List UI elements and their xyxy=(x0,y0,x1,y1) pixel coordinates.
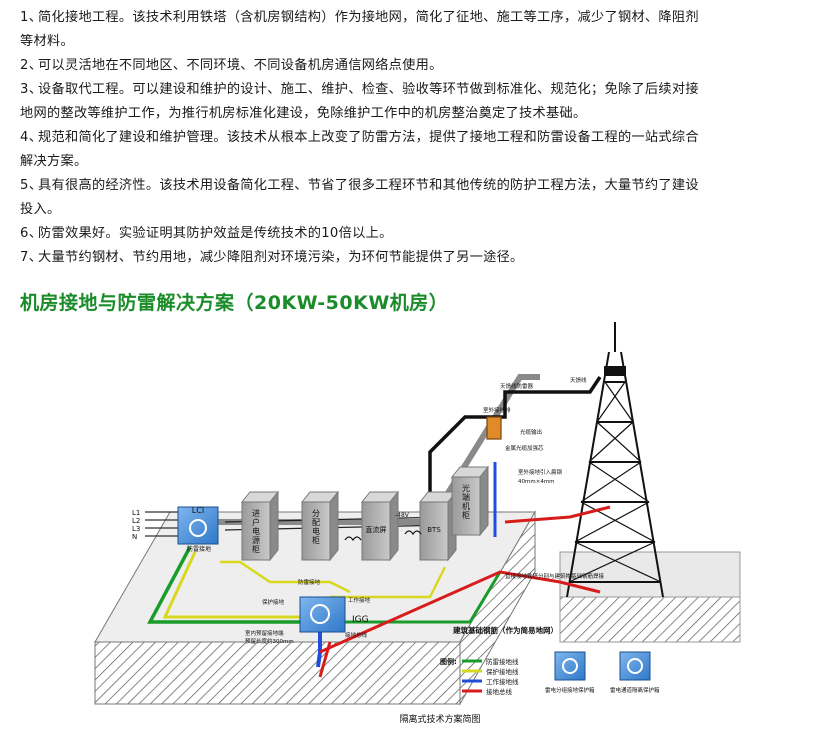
cabinet-label: BTS xyxy=(427,526,441,534)
red-total-line xyxy=(318,505,611,678)
list-item: 3、设备取代工程。可以建设和维护的设计、施工、维护、检查、验收等环节做到标准化、… xyxy=(20,78,820,102)
item-text: 解决方案。 xyxy=(20,154,88,169)
total-line-label: 接地总线 xyxy=(345,631,368,639)
section-heading: 机房接地与防雷解决方案（20KW-50KW机房） xyxy=(20,292,449,314)
item-text: 规范和简化了建设和维护管理。该技术从根本上改变了防雷方法，提供了接地工程和防雷设… xyxy=(38,130,699,145)
item-number: 1、 xyxy=(20,10,43,25)
lci-label: LCI xyxy=(192,506,204,515)
legend-icon-1-label: 雷电分组接地保护箱 xyxy=(545,686,595,694)
igg-symbol-icon xyxy=(310,604,330,624)
item-text: 投入。 xyxy=(20,202,61,217)
advantages-list: 1、简化接地工程。该技术利用铁塔（含机房钢结构）作为接地网，简化了征地、施工等工… xyxy=(20,6,820,270)
list-item: 解决方案。 xyxy=(20,150,820,174)
feeder-label: 天馈线 xyxy=(570,376,587,384)
lci-sub-label: 防雷接地 xyxy=(187,545,211,553)
legend-label: 接地总线 xyxy=(486,687,513,696)
item-text: 具有很高的经济性。该技术用设备简化工程、节省了很多工程环节和其他传统的防护工程方… xyxy=(38,178,699,193)
cabinet-label-char: 户 xyxy=(252,517,260,527)
green-ground-line xyxy=(147,546,502,624)
igg-box: IGG xyxy=(299,596,369,633)
work-line-label: 工作接地 xyxy=(348,596,371,604)
power-line-label: L3 xyxy=(132,525,140,533)
feeder-arrester-label: 天馈线防雷器 xyxy=(500,382,534,390)
cabinet-label-char: 机 xyxy=(462,501,470,511)
item-text: 设备取代工程。可以建设和维护的设计、施工、维护、检查、验收等环节做到标准化、规范… xyxy=(38,82,699,97)
cabinet-label-char: 光 xyxy=(462,483,470,493)
legend-icon-2-label: 雷电通道隔离保护箱 xyxy=(610,686,660,694)
item-text: 简化接地工程。该技术利用铁塔（含机房钢结构）作为接地网，简化了征地、施工等工序，… xyxy=(38,10,699,25)
protect-line-label: 保护接地 xyxy=(262,598,285,606)
cabinet: 直流屏 xyxy=(360,490,400,562)
legend-title: 图例: xyxy=(440,657,457,666)
item-text: 地网的整改等维护工作，为推行机房标准化建设，免除维护工作中的机房整治奠定了技术基… xyxy=(20,106,587,121)
outdoor-lead-label: 室外接地引入扁钢 xyxy=(518,468,563,476)
cabinet-label-char: 分 xyxy=(312,509,320,518)
cabinet-label-char: 柜 xyxy=(252,544,260,554)
legend-label: 保护接地线 xyxy=(486,667,519,676)
yellow-protect-line xyxy=(162,551,447,619)
list-item: 地网的整改等维护工作，为推行机房标准化建设，免除维护工作中的机房整治奠定了技术基… xyxy=(20,102,820,126)
cabinet: BTS xyxy=(418,490,458,562)
surge-devices xyxy=(344,416,502,542)
list-item: 4、规范和简化了建设和维护管理。该技术从根本上改变了防雷方法，提供了接地工程和防… xyxy=(20,126,820,150)
list-item: 6、防雷效果好。实验证明其防护效益是传统技术的10倍以上。 xyxy=(20,222,820,246)
item-number: 7、 xyxy=(20,250,43,265)
cabinet-label-char: 端 xyxy=(462,492,470,502)
weld-label: 直接接地铁塔分别与建筑物基础钢筋焊接 xyxy=(505,572,605,580)
power-line-label: N xyxy=(132,533,137,541)
lci-box: LCI 防雷接地 xyxy=(177,506,219,553)
igg-label: IGG xyxy=(352,615,369,625)
diagram-caption: 隔离式技术方案简图 xyxy=(399,713,480,725)
list-item: 2、可以灵活地在不同地区、不同环境、不同设备机房通信网络点使用。 xyxy=(20,54,820,78)
cabinet-label-char: 电 xyxy=(312,526,320,536)
indoor-bar-label: 室内预留接地端 xyxy=(245,629,284,637)
isolation-box-icon xyxy=(627,658,643,674)
foundation-label: 建筑基础钢筋（作为简易地网） xyxy=(452,625,558,635)
item-number: 2、 xyxy=(20,58,43,73)
lci-symbol-icon xyxy=(189,519,207,537)
power-line-label: L2 xyxy=(132,517,140,525)
cabinet-label-char: 源 xyxy=(252,536,260,545)
fiber-out-label: 光缆输出 xyxy=(520,428,542,436)
list-item: 7、大量节约钢材、节约用地，减少降阻剂对环境污染，为环何节能提供了另一途径。 xyxy=(20,246,820,270)
item-number: 5、 xyxy=(20,178,43,193)
item-number: 6、 xyxy=(20,226,43,241)
metal-box-label: 金属光缆加强芯 xyxy=(505,444,544,452)
lightning-line-label: 防雷接地 xyxy=(298,578,321,586)
item-text: 大量节约钢材、节约用地，减少降阻剂对环境污染，为环何节能提供了另一途径。 xyxy=(38,250,524,265)
cabinet-label: 直流屏 xyxy=(366,525,387,534)
cabinet-label-char: 进 xyxy=(252,509,260,518)
list-item: 等材料。 xyxy=(20,30,820,54)
legend-icons: 雷电分组接地保护箱 雷电通道隔离保护箱 xyxy=(545,651,660,694)
cabinet-label-char: 配 xyxy=(312,518,320,527)
cabinet-label-char: 电 xyxy=(252,526,260,536)
outdoor-bar-label: 室外接地排 xyxy=(483,406,511,414)
list-item: 投入。 xyxy=(20,198,820,222)
cabinet-label-char: 柜 xyxy=(462,510,470,520)
item-number: 4、 xyxy=(20,130,43,145)
item-text: 可以灵活地在不同地区、不同环境、不同设备机房通信网络点使用。 xyxy=(38,58,443,73)
tower xyxy=(566,322,664,598)
list-item: 1、简化接地工程。该技术利用铁塔（含机房钢结构）作为接地网，简化了征地、施工等工… xyxy=(20,6,820,30)
flat-steel-label: 40mm×4mm xyxy=(518,479,555,485)
power-line-label: L1 xyxy=(132,509,140,517)
legend-label: 工作接地线 xyxy=(486,677,519,686)
item-text: 等材料。 xyxy=(20,34,74,49)
voltage-label: -48V xyxy=(395,512,410,519)
item-number: 3、 xyxy=(20,82,43,97)
reserve-label: 预留长度约300mm xyxy=(245,637,294,645)
diagram-labels: -48V 天馈线防雷器 天馈线 室外接地排 光缆输出 金属光缆加强芯 室外接地引… xyxy=(245,376,605,645)
group-box-icon xyxy=(562,658,578,674)
cabinet-label-char: 柜 xyxy=(312,535,320,545)
item-text: 防雷效果好。实验证明其防护效益是传统技术的10倍以上。 xyxy=(38,226,393,241)
list-item: 5、具有很高的经济性。该技术用设备简化工程、节省了很多工程环节和其他传统的防护工… xyxy=(20,174,820,198)
legend-label: 防雷接地线 xyxy=(486,657,519,666)
